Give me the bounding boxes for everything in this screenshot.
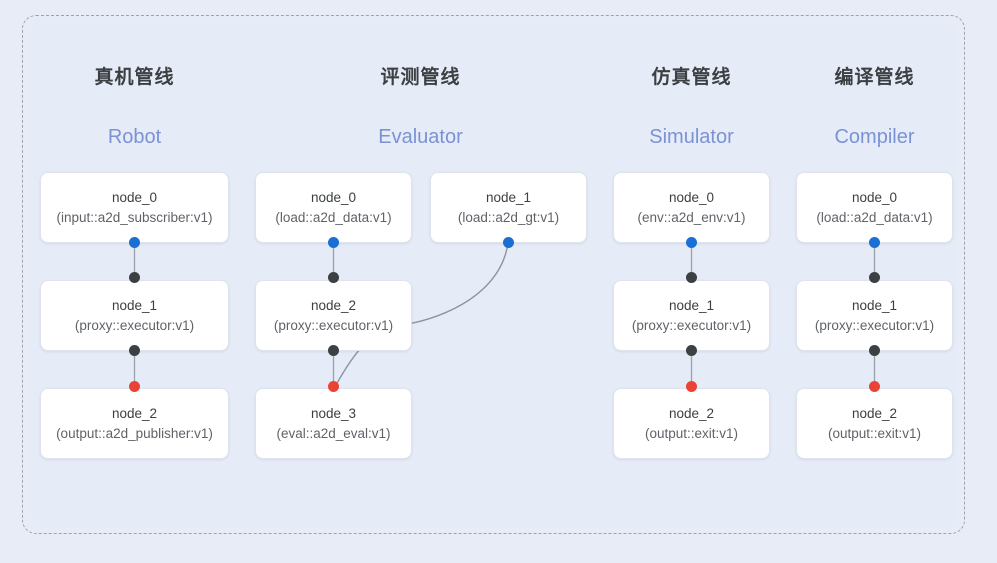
- node-label-type: (eval::a2d_eval:v1): [276, 425, 391, 441]
- node-simulator-0[interactable]: node_0 (env::a2d_env:v1): [613, 172, 770, 243]
- node-label-type: (output::exit:v1): [827, 425, 922, 441]
- node-label-type: (proxy::executor:v1): [74, 317, 195, 333]
- node-label-name: node_2: [668, 405, 715, 421]
- node-label-name: node_3: [310, 405, 357, 421]
- node-label-name: node_1: [485, 189, 532, 205]
- column-title-cn-simulator: 仿真管线: [651, 67, 732, 88]
- node-label-type: (load::a2d_data:v1): [275, 209, 392, 225]
- port-output-dot: [129, 237, 140, 248]
- column-title-cn-compiler: 编译管线: [834, 67, 915, 88]
- node-label-name: node_2: [851, 405, 898, 421]
- node-label-name: node_0: [851, 189, 898, 205]
- port-output-dot: [686, 345, 697, 356]
- node-label-type: (proxy::executor:v1): [814, 317, 935, 333]
- node-label-name: node_0: [310, 189, 357, 205]
- port-output-dot: [328, 237, 339, 248]
- port-input-dot: [328, 272, 339, 283]
- port-input-dot: [129, 272, 140, 283]
- column-title-en-evaluator: Evaluator: [378, 126, 463, 148]
- port-output-dot: [686, 237, 697, 248]
- port-input-dot: [869, 272, 880, 283]
- port-output-dot: [869, 345, 880, 356]
- column-title-cn-evaluator: 评测管线: [380, 67, 461, 88]
- node-label-type: (env::a2d_env:v1): [637, 209, 746, 225]
- node-evaluator-1[interactable]: node_1 (load::a2d_gt:v1): [430, 172, 587, 243]
- column-title-en-simulator: Simulator: [649, 126, 734, 148]
- node-robot-0[interactable]: node_0 (input::a2d_subscriber:v1): [40, 172, 229, 243]
- node-label-type: (proxy::executor:v1): [273, 317, 394, 333]
- port-output-dot: [129, 345, 140, 356]
- node-label-type: (load::a2d_gt:v1): [457, 209, 560, 225]
- node-label-name: node_1: [851, 297, 898, 313]
- port-input-dot: [686, 381, 697, 392]
- node-compiler-0[interactable]: node_0 (load::a2d_data:v1): [796, 172, 953, 243]
- node-label-type: (load::a2d_data:v1): [816, 209, 933, 225]
- port-output-dot: [869, 237, 880, 248]
- node-label-type: (input::a2d_subscriber:v1): [56, 209, 213, 225]
- column-title-cn-robot: 真机管线: [94, 67, 175, 88]
- node-label-name: node_2: [111, 405, 158, 421]
- port-input-dot: [869, 381, 880, 392]
- column-title-en-robot: Robot: [107, 126, 162, 148]
- node-evaluator-0[interactable]: node_0 (load::a2d_data:v1): [255, 172, 412, 243]
- port-input-dot: [129, 381, 140, 392]
- node-simulator-1[interactable]: node_1 (proxy::executor:v1): [613, 280, 770, 351]
- node-label-name: node_0: [668, 189, 715, 205]
- port-input-dot: [328, 381, 339, 392]
- node-compiler-2[interactable]: node_2 (output::exit:v1): [796, 388, 953, 459]
- node-label-type: (output::exit:v1): [644, 425, 739, 441]
- port-output-dot: [503, 237, 514, 248]
- node-evaluator-3[interactable]: node_3 (eval::a2d_eval:v1): [255, 388, 412, 459]
- node-label-type: (output::a2d_publisher:v1): [56, 425, 213, 441]
- node-robot-2[interactable]: node_2 (output::a2d_publisher:v1): [40, 388, 229, 459]
- node-simulator-2[interactable]: node_2 (output::exit:v1): [613, 388, 770, 459]
- node-label-name: node_1: [111, 297, 158, 313]
- node-robot-1[interactable]: node_1 (proxy::executor:v1): [40, 280, 229, 351]
- node-evaluator-2[interactable]: node_2 (proxy::executor:v1): [255, 280, 412, 351]
- column-title-en-compiler: Compiler: [834, 126, 915, 148]
- node-compiler-1[interactable]: node_1 (proxy::executor:v1): [796, 280, 953, 351]
- port-input-dot: [686, 272, 697, 283]
- node-label-type: (proxy::executor:v1): [631, 317, 752, 333]
- node-label-name: node_0: [111, 189, 158, 205]
- node-label-name: node_2: [310, 297, 357, 313]
- node-label-name: node_1: [668, 297, 715, 313]
- port-output-dot: [328, 345, 339, 356]
